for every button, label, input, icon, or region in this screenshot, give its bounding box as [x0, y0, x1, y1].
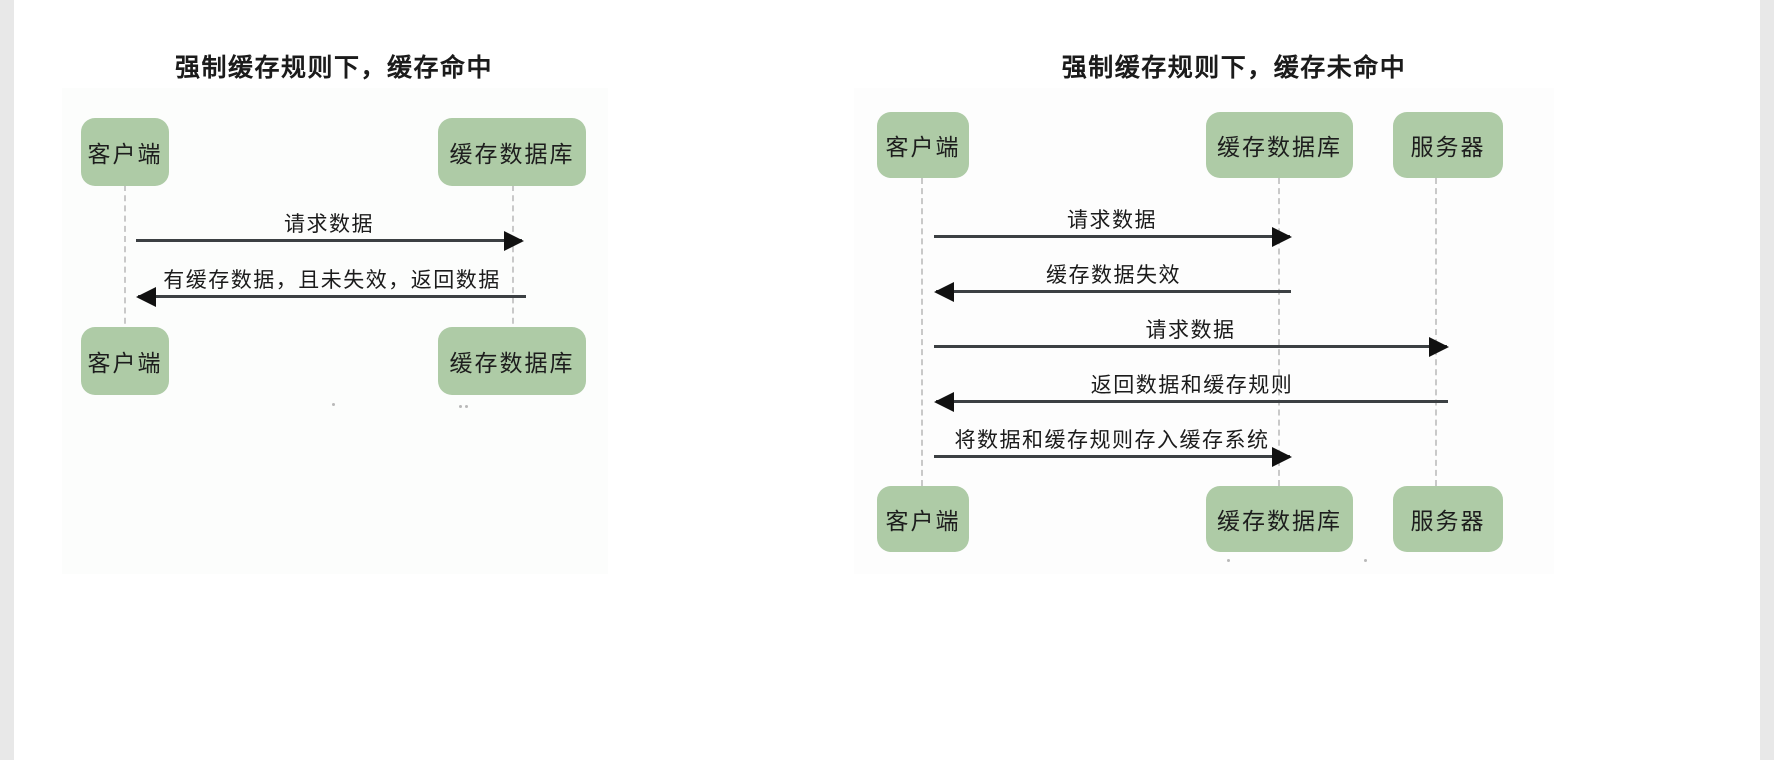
speck-mark	[459, 405, 462, 408]
lifeline-cachedb-right	[1278, 178, 1280, 486]
message-2-right[interactable]: 缓存数据失效	[934, 263, 1291, 302]
message-2-left[interactable]: 有缓存数据，且未失效，返回数据	[136, 268, 526, 307]
message-2-left-label: 有缓存数据，且未失效，返回数据	[163, 268, 501, 292]
message-3-right[interactable]: 请求数据	[934, 318, 1449, 357]
message-1-left-line	[136, 239, 522, 242]
lifeline-client-right	[921, 178, 923, 486]
message-1-right[interactable]: 请求数据	[934, 208, 1292, 247]
message-5-right-line	[934, 455, 1290, 458]
message-1-left[interactable]: 请求数据	[136, 212, 524, 251]
message-3-right-line	[934, 345, 1447, 348]
actor-client-top-left[interactable]: 客户端	[81, 118, 169, 186]
diagram-canvas: 强制缓存规则下，缓存命中 客户端 缓存数据库 请求数据 有缓存数据，且未失效，返…	[14, 0, 1760, 760]
message-5-right-label: 将数据和缓存规则存入缓存系统	[954, 428, 1270, 452]
diagram-page: 强制缓存规则下，缓存命中 客户端 缓存数据库 请求数据 有缓存数据，且未失效，返…	[14, 0, 1760, 760]
message-2-left-line	[138, 295, 526, 298]
arrow-left-icon	[136, 287, 156, 307]
actor-client-bottom-right[interactable]: 客户端	[877, 486, 969, 552]
actor-server-bottom-right[interactable]: 服务器	[1393, 486, 1503, 552]
message-1-right-label: 请求数据	[1067, 208, 1157, 232]
arrow-right-icon	[504, 231, 524, 251]
arrow-left-icon	[934, 282, 954, 302]
arrow-right-icon	[1272, 227, 1292, 247]
message-3-right-label: 请求数据	[1145, 318, 1236, 342]
message-2-right-label: 缓存数据失效	[1046, 263, 1181, 287]
actor-cachedb-bottom-right[interactable]: 缓存数据库	[1206, 486, 1353, 552]
speck-mark	[332, 403, 335, 406]
speck-mark	[465, 405, 468, 408]
diagram-title-cache-hit: 强制缓存规则下，缓存命中	[174, 53, 493, 82]
message-1-left-label: 请求数据	[284, 212, 374, 236]
message-4-right-line	[936, 400, 1448, 403]
message-2-right-line	[936, 290, 1291, 293]
arrow-right-icon	[1272, 447, 1292, 467]
actor-cachedb-bottom-left[interactable]: 缓存数据库	[438, 327, 586, 395]
speck-mark	[1364, 559, 1367, 562]
diagram-title-cache-miss: 强制缓存规则下，缓存未命中	[1061, 53, 1407, 82]
message-5-right[interactable]: 将数据和缓存规则存入缓存系统	[934, 428, 1292, 467]
lifeline-server-right	[1435, 178, 1437, 486]
message-4-right[interactable]: 返回数据和缓存规则	[934, 373, 1448, 412]
message-4-right-label: 返回数据和缓存规则	[1090, 373, 1294, 397]
actor-cachedb-top-left[interactable]: 缓存数据库	[438, 118, 586, 186]
lifeline-cachedb-left	[512, 185, 514, 385]
actor-server-top-right[interactable]: 服务器	[1393, 112, 1503, 178]
arrow-right-icon	[1429, 337, 1449, 357]
message-1-right-line	[934, 235, 1290, 238]
speck-mark	[1227, 559, 1230, 562]
actor-client-bottom-left[interactable]: 客户端	[81, 327, 169, 395]
arrow-left-icon	[934, 392, 954, 412]
actor-client-top-right[interactable]: 客户端	[877, 112, 969, 178]
lifeline-client-left	[124, 185, 126, 385]
actor-cachedb-top-right[interactable]: 缓存数据库	[1206, 112, 1353, 178]
